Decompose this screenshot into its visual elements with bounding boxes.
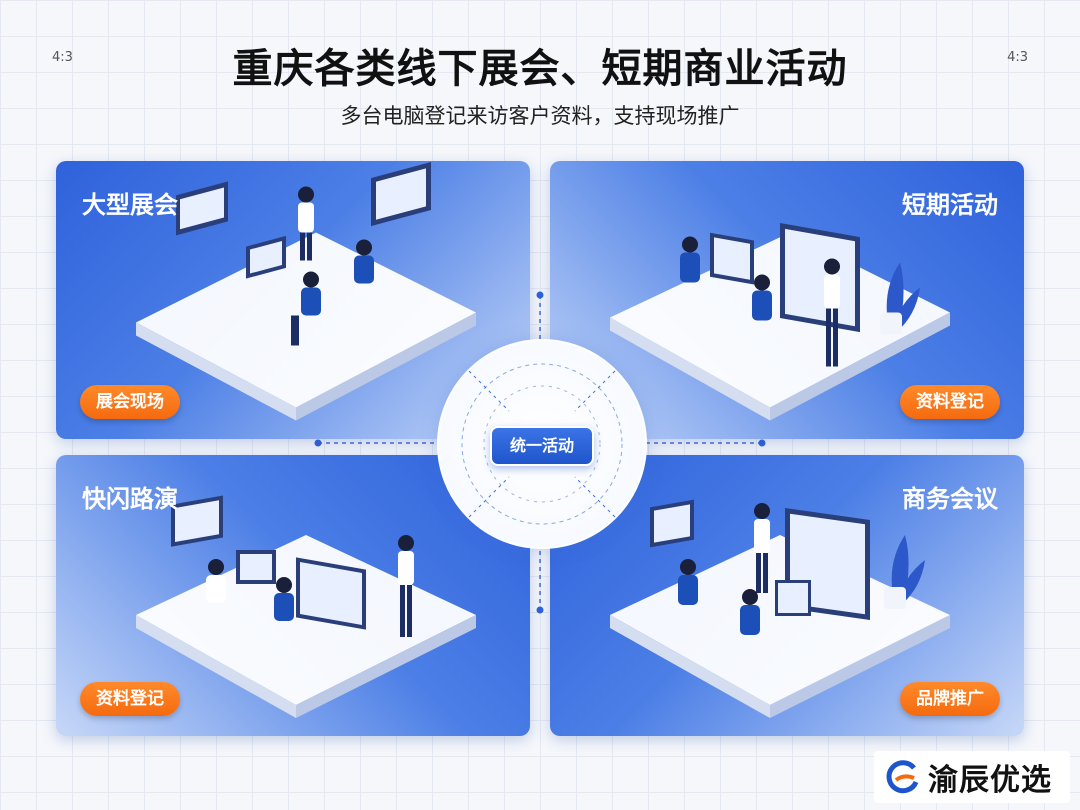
panel-title: 短期活动 <box>902 191 998 219</box>
brand-name: 渝辰优选 <box>928 763 1052 798</box>
panel-short-event: 短期活动 资料登记 <box>550 161 1024 439</box>
office-scene-illustration <box>610 499 950 718</box>
unified-event-button[interactable]: 统一活动 <box>490 426 594 466</box>
brand-logo-icon <box>886 760 919 794</box>
hub-rings <box>461 363 623 525</box>
page-title: 重庆各类线下展会、短期商业活动 <box>232 46 848 92</box>
page-subtitle: 多台电脑登记来访客户资料，支持现场推广 <box>340 104 740 128</box>
office-scene-illustration <box>610 223 950 421</box>
tag-pill[interactable]: 展会现场 <box>80 385 180 419</box>
office-scene-illustration <box>136 495 476 718</box>
panel-title: 大型展会 <box>82 191 178 219</box>
office-scene-illustration <box>136 162 476 421</box>
panel-popup-roadshow: 快闪路演 资料登记 <box>56 455 530 736</box>
tag-pill[interactable]: 品牌推广 <box>900 682 1000 716</box>
tag-pill[interactable]: 资料登记 <box>80 682 180 716</box>
tag-pill[interactable]: 资料登记 <box>900 385 1000 419</box>
aspect-ratio-label-left: 4:3 <box>52 50 73 65</box>
panel-title: 快闪路演 <box>82 485 178 513</box>
panel-title: 商务会议 <box>902 485 998 513</box>
aspect-ratio-label-right: 4:3 <box>1007 50 1028 65</box>
brand-watermark: 渝辰优选 <box>874 751 1070 803</box>
panel-business-meeting: 商务会议 品牌推广 <box>550 455 1024 736</box>
